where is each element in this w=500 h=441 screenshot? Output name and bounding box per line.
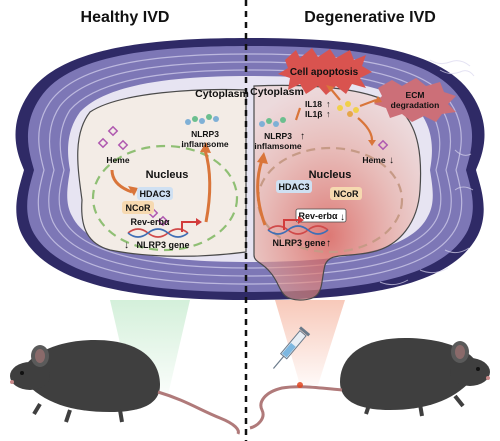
heme-icon [377,139,389,151]
deg-ncor-label: NCoR [334,189,359,199]
healthy-cell [77,88,247,257]
apoptosis-burst [278,48,372,95]
up-arrow-icon: ↑ [326,238,331,249]
healthy-ncor-label: NCoR [126,203,151,213]
up-arrow-icon: ↑ [326,99,331,109]
deg-inflam-line1: NLRP3 [264,131,292,141]
cell-apoptosis-label: Cell apoptosis [290,67,359,78]
healthy-nucleus-label: Nucleus [146,169,189,181]
syringe-icon [272,326,311,369]
deg-nucleus-label: Nucleus [309,169,352,181]
mouse-icon [10,340,240,435]
deg-heme-label: Heme [362,155,385,165]
down-arrow-icon: ↓ [124,240,129,251]
deg-inflam-line2: inflamsome [254,141,302,151]
deg-gene-arrow [256,159,267,226]
healthy-heme-label: Heme [106,155,129,165]
dna-icon [267,225,329,235]
deg-cytoplasm-label: Cytoplasm [250,86,304,98]
deg-promoter-arrow [283,219,298,230]
degenerative-beam [275,300,345,385]
deg-ecm-arrow [359,98,377,108]
il1b-label: IL1β [305,109,322,119]
up-arrow-icon: ↑ [300,131,305,142]
up-arrow-icon: ↑ [326,109,331,119]
healthy-inflam-line2: inflamsome [181,139,229,149]
healthy-cytoplasm-label: Cytoplasm [195,88,249,100]
cytokine-dots [337,101,359,117]
healthy-inflamsome-icon [185,114,219,125]
healthy-gene-label: NLRP3 gene [136,240,189,250]
healthy-reverba-label: Rev-erbα [130,217,170,227]
healthy-ncor-box [122,201,154,214]
down-arrow-icon: ↓ [340,212,345,223]
deg-inflamsome-icon [259,117,286,127]
healthy-nucleus-membrane [91,144,239,252]
degenerative-fissures [379,59,475,286]
healthy-hdac3-label: HDAC3 [139,189,170,199]
deg-cytokine-arrow [294,107,302,121]
deg-hdac3-label: HDAC3 [278,182,309,192]
healthy-cytoplasm [77,88,247,257]
healthy-inflam-line1: NLRP3 [191,129,219,139]
deg-apoptosis-arrow [329,87,341,101]
right-title: Degenerative IVD [304,9,436,26]
deg-hdac3-box [276,180,312,193]
deg-reverba-label: Rev-erbα [298,211,338,221]
healthy-heme-arrow [110,169,133,194]
deg-gene-label: NLRP3 gene [272,238,325,248]
down-arrow-icon: ↓ [389,155,394,166]
ecm-line2: degradation [391,100,440,110]
deg-ncor-box [330,187,362,200]
dna-icon [127,228,189,238]
healthy-hdac3-box [137,187,173,200]
left-title: Healthy IVD [81,9,170,26]
down-arrow-icon: ↓ [180,139,185,150]
mouse-icon [249,338,490,430]
deg-heme-arrow [357,117,374,141]
healthy-gene-arrow [203,149,212,223]
ecm-line1: ECM [406,90,425,100]
healthy-promoter-arrow [181,221,196,232]
il18-label: IL18 [305,99,322,109]
deg-reverba-box [295,208,347,223]
ecm-burst [374,78,456,122]
